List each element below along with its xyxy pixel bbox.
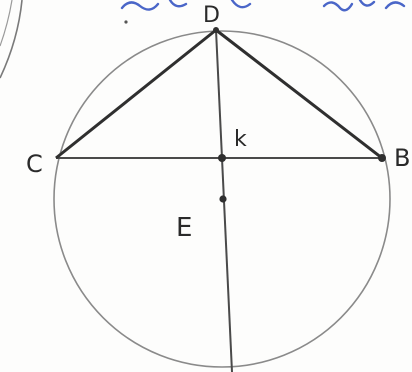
sketch-arc-outer [0,0,23,79]
ink-dot [124,20,128,24]
point-k-dot [218,154,226,162]
label-b: B [394,144,410,172]
point-e-dot [219,195,227,203]
main-circle [53,30,391,368]
point-d-dot [213,27,219,33]
label-e: E [176,213,192,243]
point-b-dot [378,154,386,162]
sketch-arc-inner [0,0,13,47]
blue-handwriting-fragment [120,0,406,12]
label-k: k [234,127,247,152]
segment-dc [55,28,217,160]
label-c: C [26,150,43,178]
label-d: D [203,3,220,28]
segment-db [215,28,383,160]
